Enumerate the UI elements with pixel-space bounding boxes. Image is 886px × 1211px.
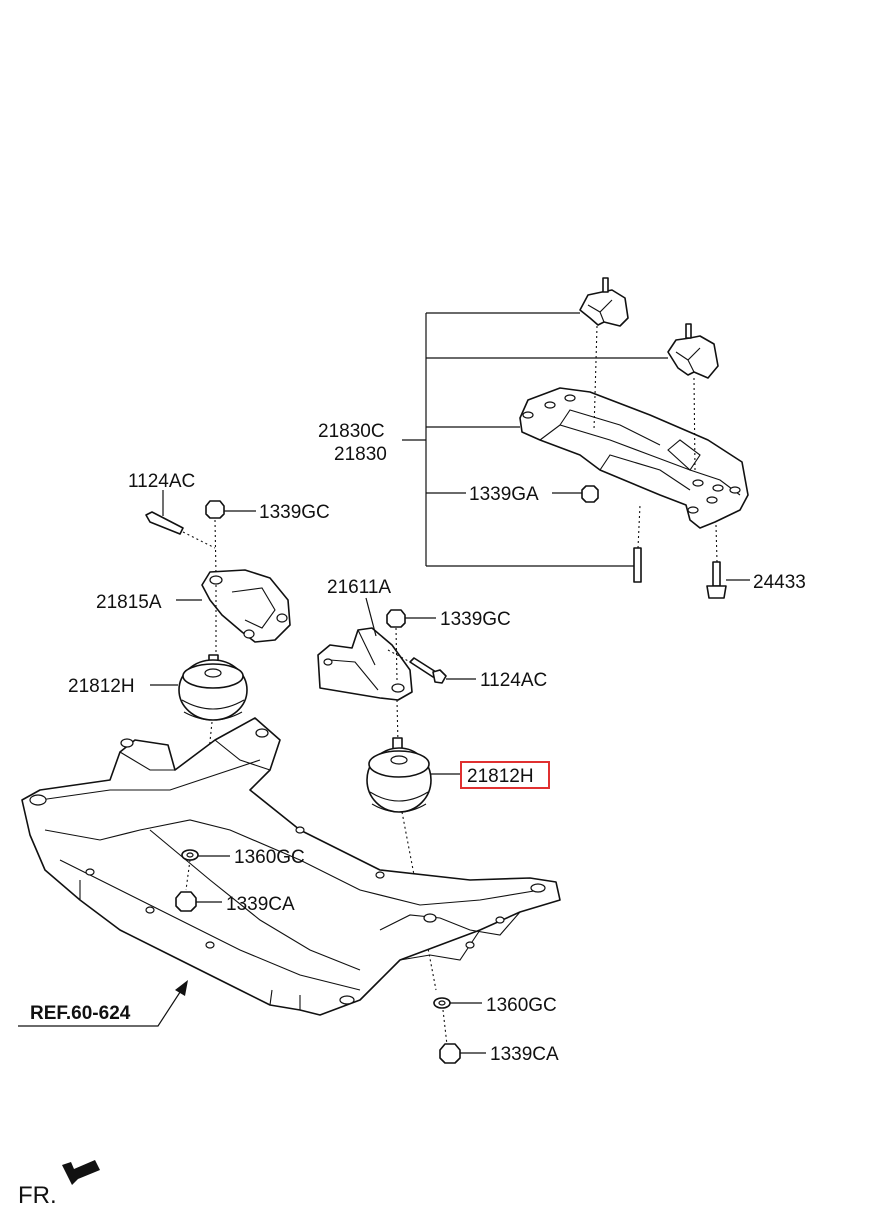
label-21812H-left[interactable]: 21812H: [68, 676, 135, 697]
label-1339CA-left[interactable]: 1339CA: [226, 894, 295, 915]
front-label: FR.: [18, 1182, 57, 1209]
right-nut-1339CA: [439, 1043, 486, 1064]
left-washer-1360GC: [181, 849, 230, 891]
label-24433[interactable]: 24433: [753, 572, 806, 593]
right-washer-1360GC: [433, 997, 482, 1046]
label-21830C[interactable]: 21830C: [318, 421, 385, 442]
subframe: [21, 717, 561, 1016]
upper-mount-rubber-1: [579, 277, 629, 431]
label-1124AC-left[interactable]: 1124AC: [128, 471, 195, 492]
ref-label[interactable]: REF.60-624: [30, 1003, 131, 1024]
highlight-box: [460, 761, 550, 789]
front-arrow-icon: [62, 1160, 100, 1185]
bracket-group-lines: [402, 312, 668, 567]
label-1339CA-right[interactable]: 1339CA: [490, 1044, 559, 1065]
right-nut-1339GC: [386, 609, 436, 681]
label-1339GA[interactable]: 1339GA: [469, 484, 539, 505]
right-bracket-21611A: [317, 597, 413, 746]
left-nut-1339GC: [205, 500, 256, 576]
stud-lower: [633, 504, 642, 583]
label-1339GC-left[interactable]: 1339GC: [259, 502, 330, 523]
label-21611A[interactable]: 21611A: [327, 577, 391, 598]
left-bracket-21815A: [176, 569, 291, 660]
transmission-support-bracket: [519, 387, 749, 529]
label-21830[interactable]: 21830: [334, 444, 387, 465]
right-bolt-1124AC: [387, 649, 476, 684]
label-1339GC-right[interactable]: 1339GC: [440, 609, 511, 630]
label-1360GC-right[interactable]: 1360GC: [486, 995, 557, 1016]
left-bolt-1124AC: [145, 490, 216, 549]
left-nut-1339CA: [175, 891, 222, 912]
label-21815A[interactable]: 21815A: [96, 592, 162, 613]
bolt-24433: [706, 524, 750, 599]
label-1124AC-right[interactable]: 1124AC: [480, 670, 547, 691]
label-21812H-right[interactable]: 21812H: [467, 766, 534, 787]
right-mount-21812H: [366, 737, 460, 991]
upper-mount-rubber-2: [667, 323, 719, 471]
nut-1339GA: [552, 485, 599, 503]
reference-pointer: [18, 980, 188, 1027]
label-1360GC-left[interactable]: 1360GC: [234, 847, 305, 868]
